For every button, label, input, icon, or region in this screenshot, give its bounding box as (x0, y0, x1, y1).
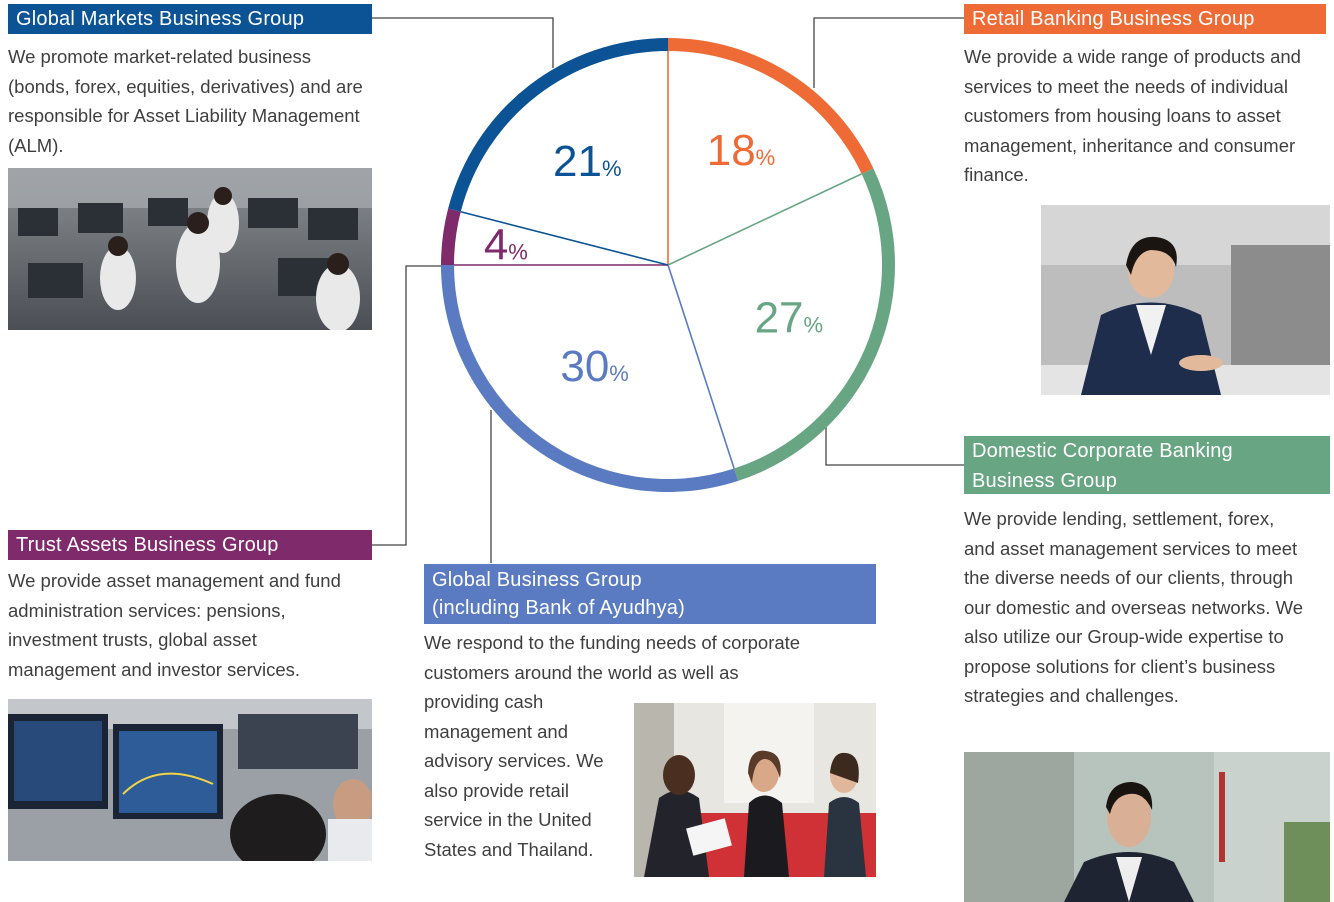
pie-slice-divider (667, 264, 735, 469)
global-business-description-bottom: providing cash management and advisory s… (424, 691, 604, 860)
pie-slice-ring (448, 38, 668, 212)
global-business-description-top: We respond to the funding needs of corpo… (424, 632, 801, 683)
pie-slice-label: 30% (560, 342, 629, 391)
global-business-header-line1: Global Business Group (432, 569, 642, 591)
pie-slice-divider (667, 173, 862, 266)
businessman-photo (964, 752, 1330, 902)
trust-assets-header: Trust Assets Business Group (8, 530, 372, 560)
retail-banker-photo (1041, 205, 1330, 395)
pie-slice-label: 21% (553, 137, 622, 186)
connector-lines (372, 17, 964, 563)
connector-retail (813, 17, 964, 88)
domestic-corporate-description: We provide lending, settlement, forex, a… (964, 508, 1303, 706)
pie-slice-divider (460, 211, 669, 266)
trading-floor-photo (8, 168, 372, 330)
trust-assets-description: We provide asset management and fund adm… (8, 570, 341, 680)
meeting-photo (634, 703, 876, 877)
global-business-header-line2: (including Bank of Ayudhya) (432, 597, 685, 619)
global-business-header: Global Business Group (including Bank of… (424, 564, 876, 624)
pie-slice-ring (441, 208, 461, 265)
global-markets-header: Global Markets Business Group (8, 4, 372, 34)
pie-slice-label: 27% (755, 293, 824, 342)
trading-screens-photo (8, 699, 372, 861)
connector-domestic-corporate (825, 410, 964, 466)
pie-slice-ring (734, 168, 895, 481)
domestic-corporate-header: Domestic Corporate Banking Business Grou… (964, 436, 1330, 494)
retail-banking-description: We provide a wide range of products and … (964, 46, 1301, 185)
retail-banking-header: Retail Banking Business Group (964, 4, 1326, 34)
pie-slice-label: 18% (707, 126, 776, 175)
connector-global-markets (372, 17, 554, 68)
domestic-corporate-header-line1: Domestic Corporate Banking (972, 440, 1233, 462)
domestic-corporate-header-line2: Business Group (972, 470, 1118, 492)
pie-slice-ring (668, 38, 874, 174)
global-markets-description: We promote market-related business (bond… (8, 46, 363, 156)
connector-trust-assets (372, 265, 441, 546)
pie-slice-label: 4% (484, 221, 528, 270)
